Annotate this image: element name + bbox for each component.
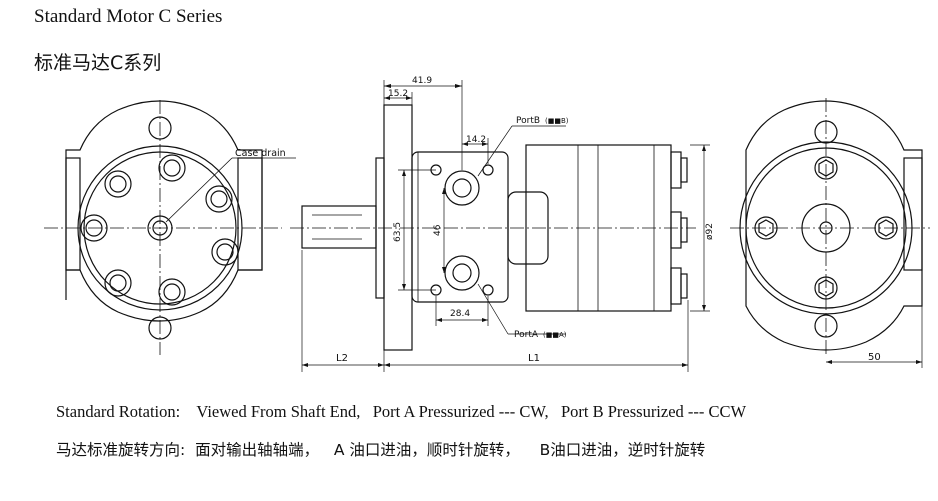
dim-50: 50 [868,352,881,363]
port-b-label: PortB [516,116,540,126]
page-subtitle: 标准马达C系列 [34,52,162,74]
dim-l2: L2 [336,353,348,364]
rear-view [730,98,930,368]
dim-28-4: 28.4 [450,309,470,319]
dim-92: ø92 [705,223,715,240]
dim-63-5: 63.5 [393,222,403,242]
port-a-sub: (■■A) [543,331,567,339]
rotation-chinese: 马达标准旋转方向: 面对输出轴轴端， A 油口进油，顺时针旋转， B油口进油，逆… [56,441,706,459]
dim-14-2: 14.2 [466,135,486,145]
port-a-label: PortA [514,330,539,340]
rotation-english: Standard Rotation: Viewed From Shaft End… [56,402,747,421]
port-b-sub: (■■B) [545,117,569,125]
dim-46: 46 [433,224,443,236]
side-view [290,80,710,372]
front-view [44,100,296,355]
dim-l1: L1 [528,353,540,364]
bolt-ring [80,154,239,306]
page-title: Standard Motor C Series [34,6,223,27]
case-drain-label: Case drain [235,148,286,159]
dim-41-9: 41.9 [412,76,432,86]
dim-15-2: 15.2 [388,89,408,99]
